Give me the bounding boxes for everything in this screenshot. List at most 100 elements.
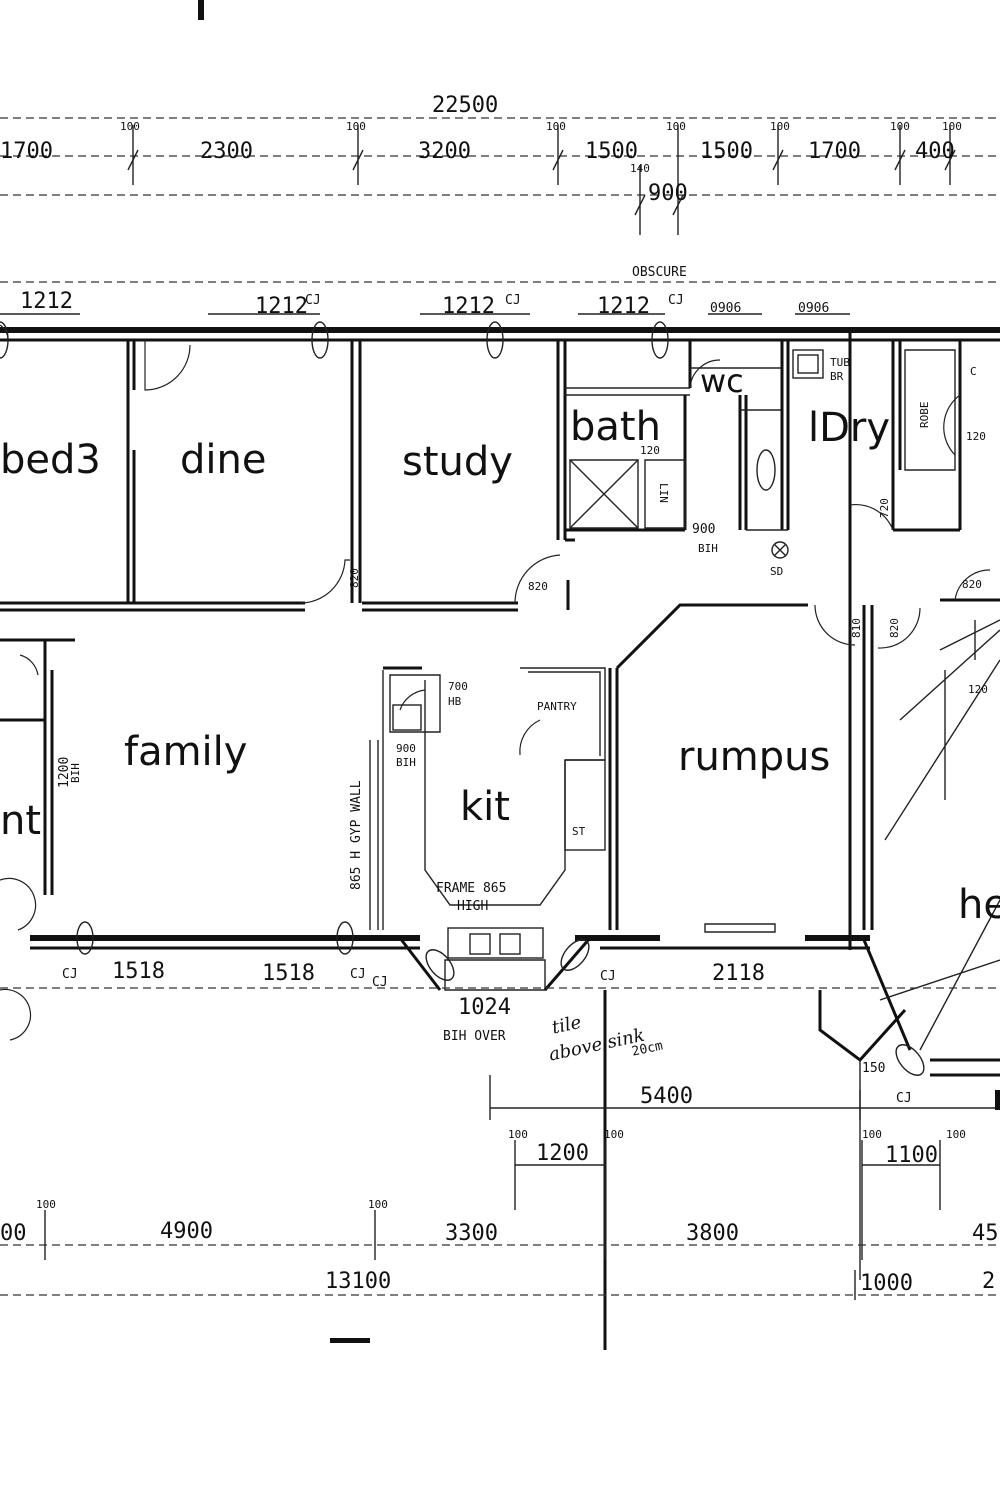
top-dim-7: 400 <box>915 139 955 164</box>
door-dim-720: 720 <box>878 498 891 518</box>
bottom-window-dims: CJ 1518 1518 CJ CJ CJ 2118 1024 CJ 150 <box>0 939 1000 1106</box>
lower-dimensions: 5400 100 100 100 100 1200 1100 100 100 0… <box>0 1075 1000 1300</box>
room-bed3: bed3 <box>0 437 101 483</box>
top-small-dim-5: 100 <box>770 120 790 133</box>
door-dims: 820 820 720 820 810 820 120 120 <box>348 430 988 696</box>
cj-bottom-4: CJ <box>600 969 616 984</box>
bottom-dim-1: 00 <box>0 1221 27 1246</box>
bottom-window-dim-4: 1024 <box>458 995 511 1020</box>
top-small-dim-7: 100 <box>942 120 962 133</box>
bi900-kit-label: BIH <box>396 756 416 769</box>
cj-label-1: CJ <box>305 293 321 308</box>
lin-label: LIN <box>657 483 670 503</box>
tile-20cm-note: 20cm <box>631 1038 665 1059</box>
br-label: BR <box>830 370 844 383</box>
cj-label-3: CJ <box>668 293 684 308</box>
sd-label: SD <box>770 565 783 578</box>
tile-note: tile <box>550 1012 583 1039</box>
bottom-window-dim-3: 2118 <box>712 961 765 986</box>
bottom-dim-5: 45 <box>972 1221 999 1246</box>
top-small-dim-6: 100 <box>890 120 910 133</box>
top-dim-6: 1700 <box>808 139 861 164</box>
cj-label-2: CJ <box>505 293 521 308</box>
room-kit: kit <box>460 784 510 830</box>
top-dim-3: 3200 <box>418 139 471 164</box>
bottom-dim-3: 3300 <box>445 1221 498 1246</box>
room-rumpus: rumpus <box>678 734 830 780</box>
door-dim-820-a: 820 <box>348 568 361 588</box>
door-dim-810: 810 <box>850 618 863 638</box>
top-small-dim-1: 100 <box>120 120 140 133</box>
dim-2: 2 <box>982 1269 995 1294</box>
room-dine: dine <box>180 437 266 483</box>
door-dim-120-r2: 120 <box>968 683 988 696</box>
door-swings <box>0 324 991 1041</box>
room-entry-partial: nt <box>0 798 41 844</box>
window-dim-2: 1212 <box>255 294 308 319</box>
bi-over-note: BIH OVER <box>443 1029 506 1044</box>
window-dim-3: 1212 <box>442 294 495 319</box>
obscure-note: OBSCURE <box>632 265 687 280</box>
top-dim-2: 2300 <box>200 139 253 164</box>
window-dim-4: 1212 <box>597 294 650 319</box>
hb-label: HB <box>448 695 462 708</box>
cj-bottom-2: CJ <box>350 967 366 982</box>
cj-bottom-5: CJ <box>896 1091 912 1106</box>
exterior-walls <box>0 327 1000 950</box>
room-hall-partial: he <box>958 882 1000 928</box>
top-small-dim-4: 100 <box>666 120 686 133</box>
bottom-window-dim-1: 1518 <box>112 959 165 984</box>
robe-label: ROBE <box>918 402 931 429</box>
lower-small-100-c: 100 <box>862 1128 882 1141</box>
top-dim-1: 1700 <box>0 139 53 164</box>
window-symbols <box>0 321 669 955</box>
room-laundry: lDry <box>808 405 890 451</box>
bi1200-value: 1200 <box>57 757 72 788</box>
room-labels: bed3 dine study bath wc lDry family kit … <box>0 362 1000 928</box>
window-dim-5: 0906 <box>710 301 741 316</box>
lower-small-dim-2: 140 <box>630 162 650 175</box>
lower-small-dim: 900 <box>648 181 688 206</box>
bottom-dim-4: 3800 <box>686 1221 739 1246</box>
room-bath: bath <box>570 404 661 450</box>
bi900-label: BIH <box>698 542 718 555</box>
frame-note: FRAME 865 <box>436 881 506 896</box>
bi1200-label: BIH <box>69 763 82 783</box>
room-wc: wc <box>700 362 744 400</box>
bottom-small-100-b: 100 <box>368 1198 388 1211</box>
bi900-kit-value: 900 <box>396 742 416 755</box>
dim-1100: 1100 <box>885 1143 938 1168</box>
window-dim-1: 1212 <box>20 289 73 314</box>
bottom-dim-2: 4900 <box>160 1219 213 1244</box>
pantry-label: PANTRY <box>537 700 577 713</box>
room-family: family <box>124 729 247 775</box>
door-dim-820-b: 820 <box>528 580 548 593</box>
door-dim-820-c: 820 <box>962 578 982 591</box>
dim-1000: 1000 <box>860 1271 913 1296</box>
cj-bottom-1: CJ <box>62 967 78 982</box>
dim-5400: 5400 <box>640 1084 693 1109</box>
interior-walls: LIN 120 ROBE <box>0 340 1000 1350</box>
dim-1200: 1200 <box>536 1141 589 1166</box>
tub-label: TUB <box>830 356 850 369</box>
st-label: ST <box>572 825 586 838</box>
bi900-value: 900 <box>692 522 715 537</box>
bottom-small-100-a: 100 <box>36 1198 56 1211</box>
dim-150: 150 <box>862 1061 885 1076</box>
lower-small-100-b: 100 <box>604 1128 624 1141</box>
window-dim-6: 0906 <box>798 301 829 316</box>
cj-bottom-3: CJ <box>372 975 388 990</box>
door-dim-120-r: 120 <box>966 430 986 443</box>
room-study: study <box>402 439 513 485</box>
c-label: C <box>970 365 977 378</box>
door-dim-820-d: 820 <box>888 618 901 638</box>
top-small-dim-2: 100 <box>346 120 366 133</box>
mb700-label: 700 <box>448 680 468 693</box>
frame-high-note: HIGH <box>457 899 488 914</box>
top-dim-5: 1500 <box>700 139 753 164</box>
top-dimension-group: 22500 100 100 100 100 100 100 100 1700 2… <box>0 93 1000 283</box>
gyp-wall-note: 865 H GYP WALL <box>349 780 364 890</box>
top-small-dim-3: 100 <box>546 120 566 133</box>
overall-bottom-dimension: 13100 <box>325 1269 391 1294</box>
